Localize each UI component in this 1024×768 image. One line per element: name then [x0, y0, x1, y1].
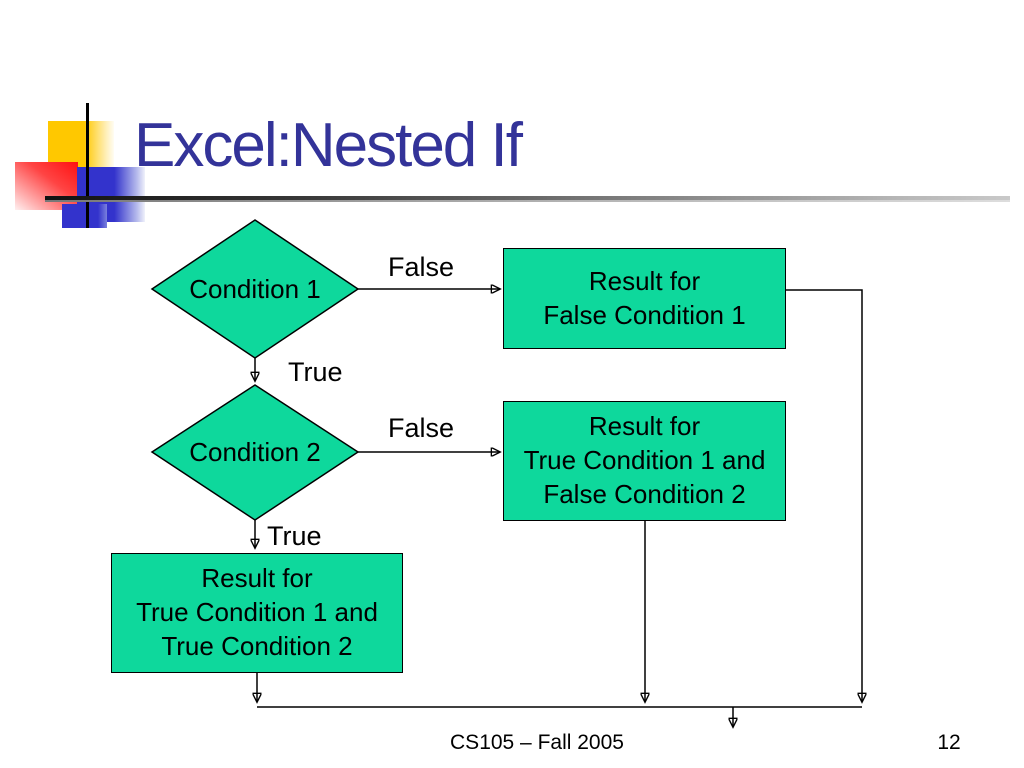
result-box-true1-false2: Result for True Condition 1 and False Co… [503, 401, 786, 521]
title-underline [45, 196, 1010, 200]
result-box-line: False Condition 2 [543, 478, 746, 509]
page-number: 12 [937, 731, 961, 754]
true-label-2: True [267, 521, 322, 551]
false-label-2: False [388, 413, 455, 443]
title-underline-shadow [45, 200, 1010, 202]
condition2-label: Condition 2 [189, 437, 321, 467]
result-box-line: Result for [588, 265, 701, 296]
condition1-label: Condition 1 [189, 274, 321, 304]
result-box-line: True Condition 1 and [523, 445, 766, 476]
result-box-false-condition1: Result for False Condition 1 [503, 248, 786, 349]
decoration-blue-small-square [62, 204, 107, 228]
result-box-true1-true2: Result for True Condition 1 and True Con… [111, 553, 403, 673]
true-label-1: True [288, 357, 343, 387]
result-box-line: True Condition 1 and [136, 597, 378, 628]
false-label-1: False [388, 252, 455, 282]
slide-title: Excel:Nested If [134, 111, 523, 180]
decoration-red-square [15, 162, 78, 210]
result-box-line: Result for [201, 563, 313, 594]
footer-course: CS105 – Fall 2005 [450, 731, 624, 754]
result-box-line: Result for [588, 411, 701, 442]
decoration-vertical-line [86, 103, 89, 228]
result-box-line: False Condition 1 [543, 299, 746, 330]
result-box-line: True Condition 2 [161, 630, 353, 661]
connector-box1-to-merge [786, 289, 862, 701]
